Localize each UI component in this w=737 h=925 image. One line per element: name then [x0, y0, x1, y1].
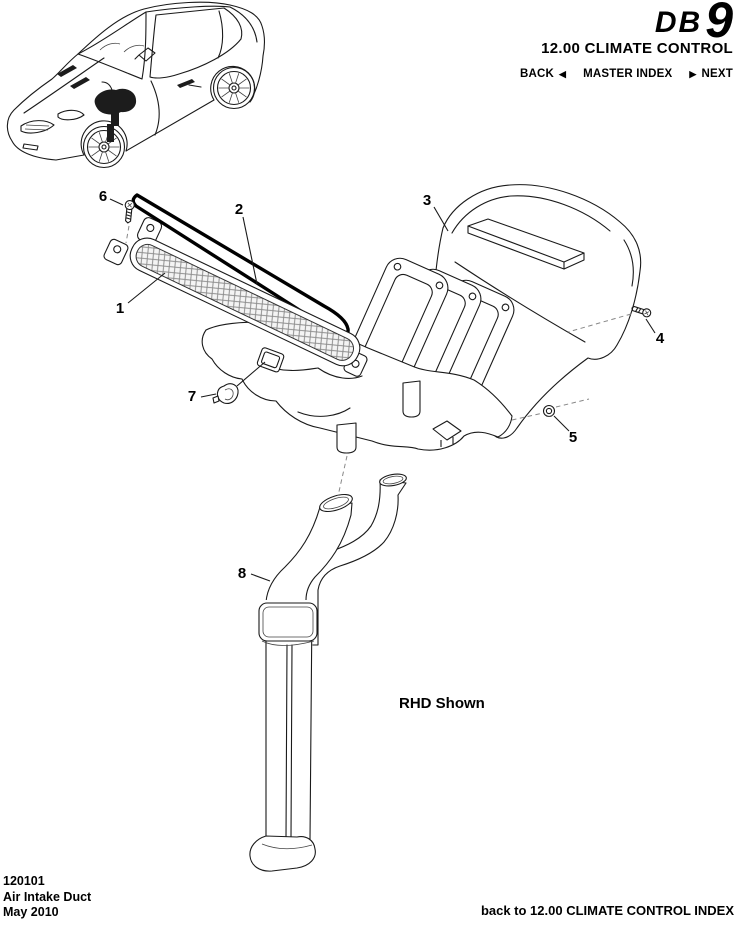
- hose-right-branch: [303, 479, 407, 646]
- part-screw-6: [124, 199, 135, 224]
- grille-tabs: [103, 217, 368, 377]
- car-headlight: [22, 109, 85, 151]
- leader-4: [645, 318, 656, 334]
- highlighted-hose-location: [107, 112, 119, 142]
- doc-date: May 2010: [3, 905, 59, 919]
- footer-document-info: 120101 Air Intake Duct May 2010: [3, 874, 91, 921]
- leader-3: [433, 206, 449, 232]
- callout-2-label: 2: [235, 201, 243, 218]
- leader-7: [200, 361, 266, 398]
- callout-8-label: 8: [238, 565, 246, 582]
- car-body-outline: [6, 1, 265, 161]
- car-grille: [20, 120, 55, 134]
- callout-7-label: 7: [188, 388, 196, 405]
- callout-leader-lines: [109, 198, 656, 582]
- rhd-note: RHD Shown: [399, 695, 485, 712]
- db9-logo-nine: 9: [705, 0, 733, 48]
- highlighted-part-location: [94, 88, 137, 115]
- car-location-illustration: [6, 1, 265, 169]
- assembly-dashed-lines: [125, 225, 632, 497]
- callout-4-label: 4: [656, 330, 665, 347]
- callout-6-label: 6: [99, 188, 107, 205]
- leader-8: [250, 573, 271, 582]
- car-windshield: [77, 11, 147, 80]
- part-clip-7: [212, 383, 239, 404]
- nav-master-index-label: MASTER INDEX: [583, 68, 673, 80]
- db9-logo-db: DB: [654, 6, 703, 39]
- callout-5-label: 5: [569, 429, 577, 446]
- back-arrow-icon: ◀: [558, 68, 567, 79]
- leader-6: [109, 198, 124, 206]
- leader-2: [242, 216, 258, 285]
- duct-boss: [256, 347, 285, 373]
- duct-spout-left: [336, 422, 357, 454]
- nav-back-label: BACK: [519, 68, 554, 80]
- car-hood-vents: [57, 65, 195, 89]
- car-side-glass: [149, 7, 243, 79]
- leader-5: [553, 415, 570, 432]
- car-body-lines: [23, 5, 258, 136]
- car-grille-bars: [24, 124, 50, 131]
- doc-title: Air Intake Duct: [3, 889, 92, 904]
- car-rear-wheel: [212, 66, 256, 110]
- nav-next-link[interactable]: ▶ NEXT: [689, 68, 733, 80]
- next-arrow-icon: ▶: [689, 68, 697, 79]
- hose-outlet-boot: [249, 835, 316, 872]
- part-hose: [249, 473, 407, 872]
- nav-next-label: NEXT: [701, 68, 733, 80]
- db9-logo: DB 9: [520, 0, 733, 48]
- page-header: DB 9 12.00 CLIMATE CONTROL BACK ◀ MASTER…: [520, 0, 733, 80]
- car-mirror: [134, 47, 156, 62]
- nav-master-index-link[interactable]: MASTER INDEX: [583, 68, 672, 80]
- hose-clamp-band: [258, 602, 318, 642]
- part-screw-4: [631, 305, 652, 318]
- doc-number: 120101: [3, 874, 45, 888]
- duct-spout-middle: [402, 380, 421, 418]
- section-title: 12.00 CLIMATE CONTROL: [541, 40, 733, 57]
- hose-tube-fill: [265, 600, 313, 842]
- hose-twin-tubes: [265, 603, 313, 841]
- housing-rib-side: [467, 225, 585, 270]
- nav-bar: BACK ◀ MASTER INDEX ▶ NEXT: [520, 68, 733, 80]
- callout-1-label: 1: [116, 300, 124, 317]
- part-grille: [129, 237, 361, 367]
- duct-body: [201, 321, 513, 454]
- highlight-hook-line: [101, 81, 113, 91]
- nav-back-link[interactable]: BACK ◀: [520, 68, 566, 80]
- car-interior-lines: [99, 42, 145, 53]
- part-nut-5: [542, 404, 556, 418]
- footer-index-link[interactable]: back to 12.00 CLIMATE CONTROL INDEX: [480, 903, 734, 918]
- duct-bracket: [432, 420, 462, 447]
- car-front-wheel: [82, 125, 126, 169]
- leader-1: [127, 272, 166, 304]
- callout-3-label: 3: [423, 192, 431, 209]
- housing-seams: [451, 195, 634, 343]
